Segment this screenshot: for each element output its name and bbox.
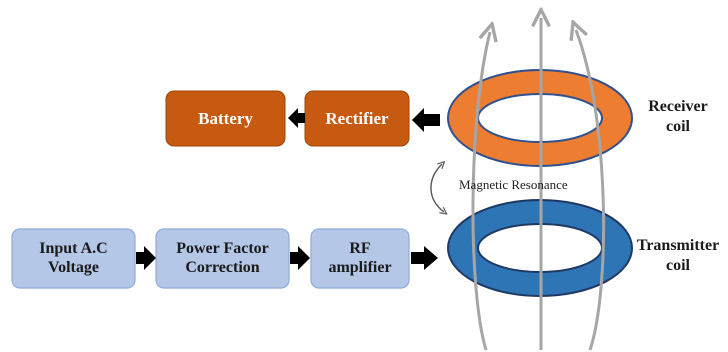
arrow-input-to-pfc <box>136 246 156 270</box>
field-line-left <box>471 32 490 351</box>
input-ac-box <box>11 228 136 289</box>
transmitter-coil-label: Transmitter coil <box>636 237 720 274</box>
arrow-pfc-to-rf <box>290 246 310 270</box>
pfc-label: Power Factor Correction <box>176 240 269 276</box>
resonance-arrow <box>430 164 444 212</box>
magnetic-resonance-label: Magnetic Resonance <box>459 177 568 192</box>
input-ac-label: Input A.C Voltage <box>39 240 108 276</box>
arrow-rf-to-coil <box>411 246 438 270</box>
arrow-rectifier-to-battery <box>288 108 305 128</box>
rf-amplifier-box <box>310 228 410 289</box>
receiver-coil-label: Receiver coil <box>648 98 708 135</box>
battery-box <box>165 90 286 147</box>
rf-amplifier-label: RF amplifier <box>328 240 392 276</box>
arrow-coil-to-rectifier <box>412 108 440 132</box>
pfc-box <box>155 228 290 289</box>
battery-label: Battery <box>198 108 253 128</box>
rectifier-label: Rectifier <box>325 108 389 128</box>
field-line-right <box>576 30 606 351</box>
